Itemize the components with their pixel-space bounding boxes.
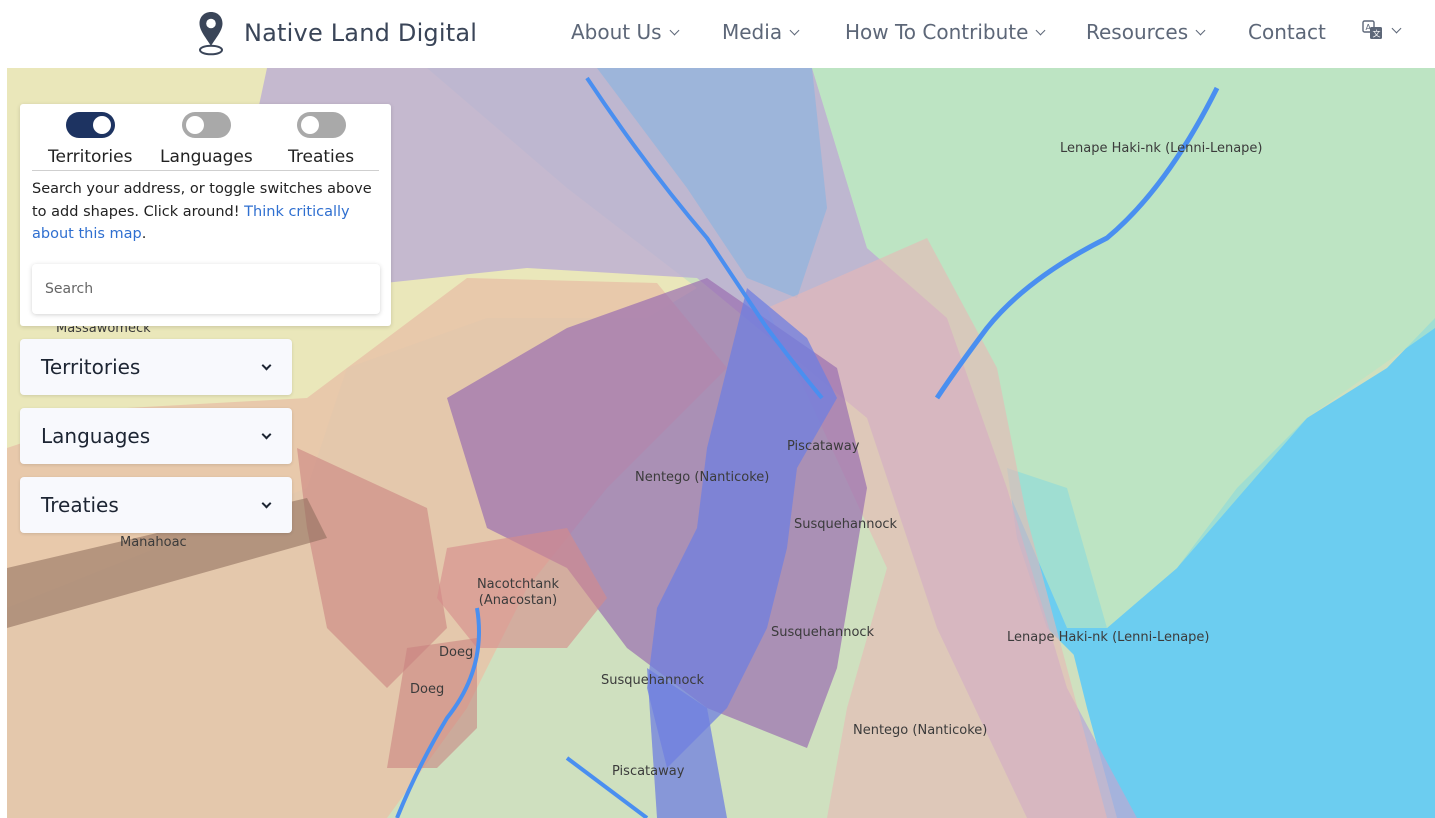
accordion-treaties[interactable]: Treaties: [20, 477, 292, 533]
main-nav: About Us Media How To Contribute Resourc…: [0, 20, 1435, 46]
help-text-body: Search your address, or toggle switches …: [32, 181, 372, 220]
languages-toggle-label: Languages: [160, 147, 253, 167]
toggle-treaties[interactable]: Treaties: [288, 112, 354, 167]
chevron-down-icon: [1035, 25, 1046, 35]
map-label-text: Doeg: [410, 682, 445, 697]
chevron-down-icon: [1391, 23, 1402, 33]
map-label-text: Piscataway: [612, 764, 685, 779]
territory-shape: [597, 68, 827, 298]
nav-media[interactable]: Media: [722, 20, 800, 44]
river: [565, 756, 649, 818]
map-label-text: Piscataway: [787, 439, 860, 454]
svg-text:A: A: [1366, 23, 1372, 32]
brand-name: Native Land Digital: [244, 19, 478, 47]
chesapeake-bay: [647, 288, 837, 768]
river: [585, 76, 824, 400]
layer-control-panel: Territories Languages Treaties Search yo…: [20, 104, 391, 326]
chevron-down-icon: [789, 25, 800, 35]
chevron-down-icon: [669, 25, 679, 35]
map-label[interactable]: Susquehannock: [794, 517, 897, 533]
panel-divider: [32, 170, 379, 171]
chevron-down-icon: [261, 498, 272, 508]
accordion-territories[interactable]: Territories: [20, 339, 292, 395]
map-label[interactable]: Doeg: [410, 682, 444, 698]
map-label[interactable]: Piscataway: [787, 439, 859, 455]
map-label-text: Susquehannock: [794, 517, 898, 532]
treaties-switch[interactable]: [296, 112, 346, 138]
river: [934, 86, 1220, 400]
map-label-text: Manahoac: [120, 535, 187, 550]
switch-knob: [92, 116, 111, 134]
nav-resources-label: Resources: [1086, 20, 1189, 44]
chesapeake-bay-lower: [647, 668, 727, 818]
map-label[interactable]: Nentego (Nanticoke): [853, 723, 987, 739]
nav-contact-label: Contact: [1248, 20, 1326, 44]
accordion-territories-label: Territories: [41, 355, 141, 379]
river: [395, 607, 481, 818]
map-label[interactable]: Lenape Haki-nk (Lenni-Lenape): [1060, 141, 1262, 157]
treaties-toggle-label: Treaties: [288, 147, 355, 167]
language-selector[interactable]: A 文: [1362, 20, 1402, 40]
territories-toggle-label: Territories: [48, 147, 133, 167]
nav-resources[interactable]: Resources: [1086, 20, 1206, 44]
map-label[interactable]: Nentego (Nanticoke): [635, 470, 769, 486]
map-label-text: Doeg: [439, 645, 474, 660]
accordion-languages[interactable]: Languages: [20, 408, 292, 464]
switch-knob: [300, 116, 319, 134]
nav-about-us-label: About Us: [571, 20, 662, 44]
map-label[interactable]: Susquehannock: [601, 673, 704, 689]
map-label[interactable]: Piscataway: [612, 764, 684, 780]
map-pin-logo-icon: [199, 12, 223, 56]
chevron-down-icon: [261, 360, 272, 370]
map-label-text: Nacotchtank (Anacostan): [476, 577, 560, 608]
toggle-territories[interactable]: Territories: [48, 112, 132, 167]
territory-shape: [237, 68, 1137, 818]
nav-about-us[interactable]: About Us: [571, 20, 679, 44]
ocean-area: [1067, 318, 1435, 818]
map-label-text: Lenape Haki-nk (Lenni-Lenape): [1060, 141, 1263, 156]
map-label-text: Nentego (Nanticoke): [635, 470, 770, 485]
accordion-languages-label: Languages: [41, 424, 151, 448]
territory-shape: [812, 68, 1435, 628]
map-label[interactable]: Lenape Haki-nk (Lenni-Lenape): [1007, 630, 1209, 646]
territories-switch[interactable]: [65, 112, 115, 138]
map-label[interactable]: Doeg: [439, 645, 473, 661]
map-label[interactable]: Susquehannock: [771, 625, 874, 641]
territory-shape: [387, 638, 477, 768]
search-input[interactable]: [32, 264, 380, 314]
map-label-text: Susquehannock: [771, 625, 875, 640]
svg-text:文: 文: [1373, 29, 1381, 39]
help-text-end: .: [141, 226, 147, 242]
nav-how-to-contribute-label: How To Contribute: [845, 20, 1029, 44]
map-label-text: Susquehannock: [601, 673, 705, 688]
nav-contact[interactable]: Contact: [1248, 20, 1326, 44]
think-critically-link[interactable]: Think critically about this map: [32, 203, 350, 243]
translate-icon: A 文: [1362, 20, 1382, 39]
chevron-down-icon: [261, 429, 272, 439]
accordion-treaties-label: Treaties: [41, 493, 119, 517]
map-label-text: Lenape Haki-nk (Lenni-Lenape): [1007, 630, 1210, 645]
territory-shape: [297, 448, 447, 688]
languages-switch[interactable]: [181, 112, 231, 138]
map-label-text: Nentego (Nanticoke): [853, 723, 988, 738]
top-navigation-bar: Native Land Digital About Us Media How T…: [0, 0, 1435, 68]
territory-shape: [767, 238, 1107, 818]
nav-how-to-contribute[interactable]: How To Contribute: [845, 20, 1046, 44]
map-label[interactable]: Nacotchtank (Anacostan): [470, 577, 566, 609]
toggle-languages[interactable]: Languages: [160, 112, 253, 167]
nav-media-label: Media: [722, 20, 783, 44]
brand[interactable]: Native Land Digital: [196, 10, 477, 56]
map-label[interactable]: Manahoac: [120, 535, 187, 551]
switch-knob: [185, 116, 204, 134]
chevron-down-icon: [1195, 25, 1206, 35]
help-text: Search your address, or toggle switches …: [32, 178, 384, 246]
